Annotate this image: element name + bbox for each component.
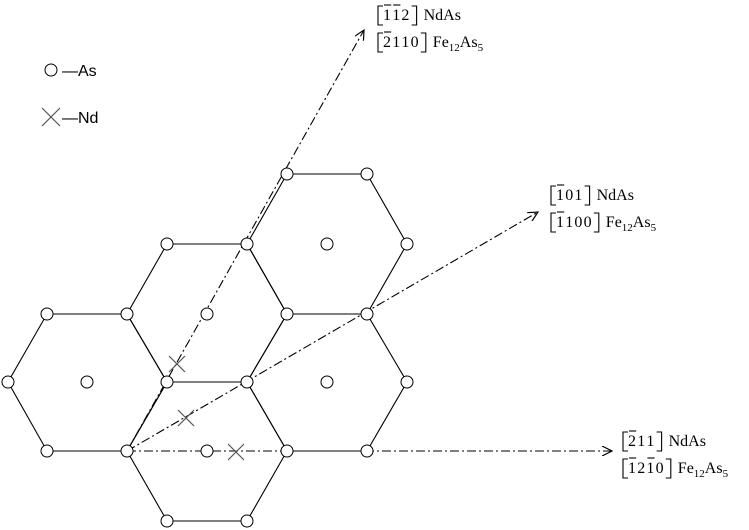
index-digit: 1	[401, 34, 409, 51]
phase-label: NdAs	[597, 187, 634, 204]
index-digit: 1	[556, 187, 564, 204]
as-atom	[360, 307, 374, 321]
legend-nd-symbol	[41, 107, 61, 127]
as-atom	[200, 444, 214, 458]
nd-atom	[177, 409, 195, 427]
bracket-right	[420, 32, 427, 53]
hexagon-edges	[7, 173, 408, 522]
as-atom	[400, 237, 414, 251]
bracket-left	[622, 458, 628, 479]
nd-atom	[227, 443, 245, 461]
index-digit: 2	[628, 433, 636, 450]
as-atom	[120, 444, 134, 458]
index-digit: 0	[565, 187, 573, 204]
legend-as-symbol	[44, 63, 58, 77]
index-digit: 1	[646, 460, 654, 477]
as-atom	[280, 307, 294, 321]
as-atom	[160, 514, 174, 528]
nd-atoms	[168, 355, 245, 461]
as-atom	[280, 444, 294, 458]
as-atom	[240, 237, 254, 251]
phase-label: NdAs	[424, 7, 461, 24]
index-digit: 1	[574, 187, 582, 204]
legend-nd-label: —Nd	[62, 110, 98, 127]
index-digit: 1	[637, 433, 645, 450]
as-atom	[1, 375, 15, 389]
as-atom	[240, 514, 254, 528]
bracket-left	[550, 212, 556, 233]
index-digit: 0	[584, 214, 592, 231]
index-digit: 1	[565, 214, 573, 231]
as-atom	[40, 307, 54, 321]
as-atom	[200, 307, 214, 321]
as-atom	[360, 167, 374, 181]
legend-as-label: —As	[62, 63, 97, 80]
bracket-right	[411, 5, 418, 26]
index-digit: 1	[646, 433, 654, 450]
index-digit: 0	[411, 34, 419, 51]
index-digit: 2	[383, 34, 391, 51]
bracket-right	[593, 212, 600, 233]
bracket-right	[584, 185, 591, 206]
index-digit: 1	[383, 7, 391, 24]
index-digit: 1	[392, 7, 400, 24]
index-digit: 2	[637, 460, 645, 477]
index-digit: 2	[401, 7, 409, 24]
index-digit: 0	[574, 214, 582, 231]
bracket-right	[656, 431, 663, 452]
phase-label: Fe12As5	[606, 214, 657, 234]
as-atom	[120, 307, 134, 321]
phase-label: NdAs	[669, 433, 706, 450]
as-atom	[240, 375, 254, 389]
as-atom	[160, 237, 174, 251]
direction-lines	[126, 30, 612, 452]
phase-label: Fe12As5	[433, 34, 484, 54]
bracket-left	[622, 431, 628, 452]
as-atom	[320, 237, 334, 251]
legend: —As —Nd	[41, 63, 98, 127]
index-digit: 1	[628, 460, 636, 477]
index-digit: 0	[656, 460, 664, 477]
bracket-left	[377, 32, 383, 53]
bracket-left	[377, 5, 383, 26]
nd-atom	[168, 355, 186, 373]
direction-line-2	[126, 212, 538, 452]
index-digit: 1	[556, 214, 564, 231]
as-atom	[360, 444, 374, 458]
as-atom	[80, 375, 94, 389]
bracket-left	[550, 185, 556, 206]
as-atoms	[1, 167, 414, 528]
as-atom	[40, 444, 54, 458]
as-atom	[400, 375, 414, 389]
bracket-right	[665, 458, 672, 479]
as-atom	[160, 375, 174, 389]
as-atom	[280, 167, 294, 181]
index-digit: 1	[392, 34, 400, 51]
as-atom	[320, 375, 334, 389]
phase-label: Fe12As5	[678, 460, 729, 480]
